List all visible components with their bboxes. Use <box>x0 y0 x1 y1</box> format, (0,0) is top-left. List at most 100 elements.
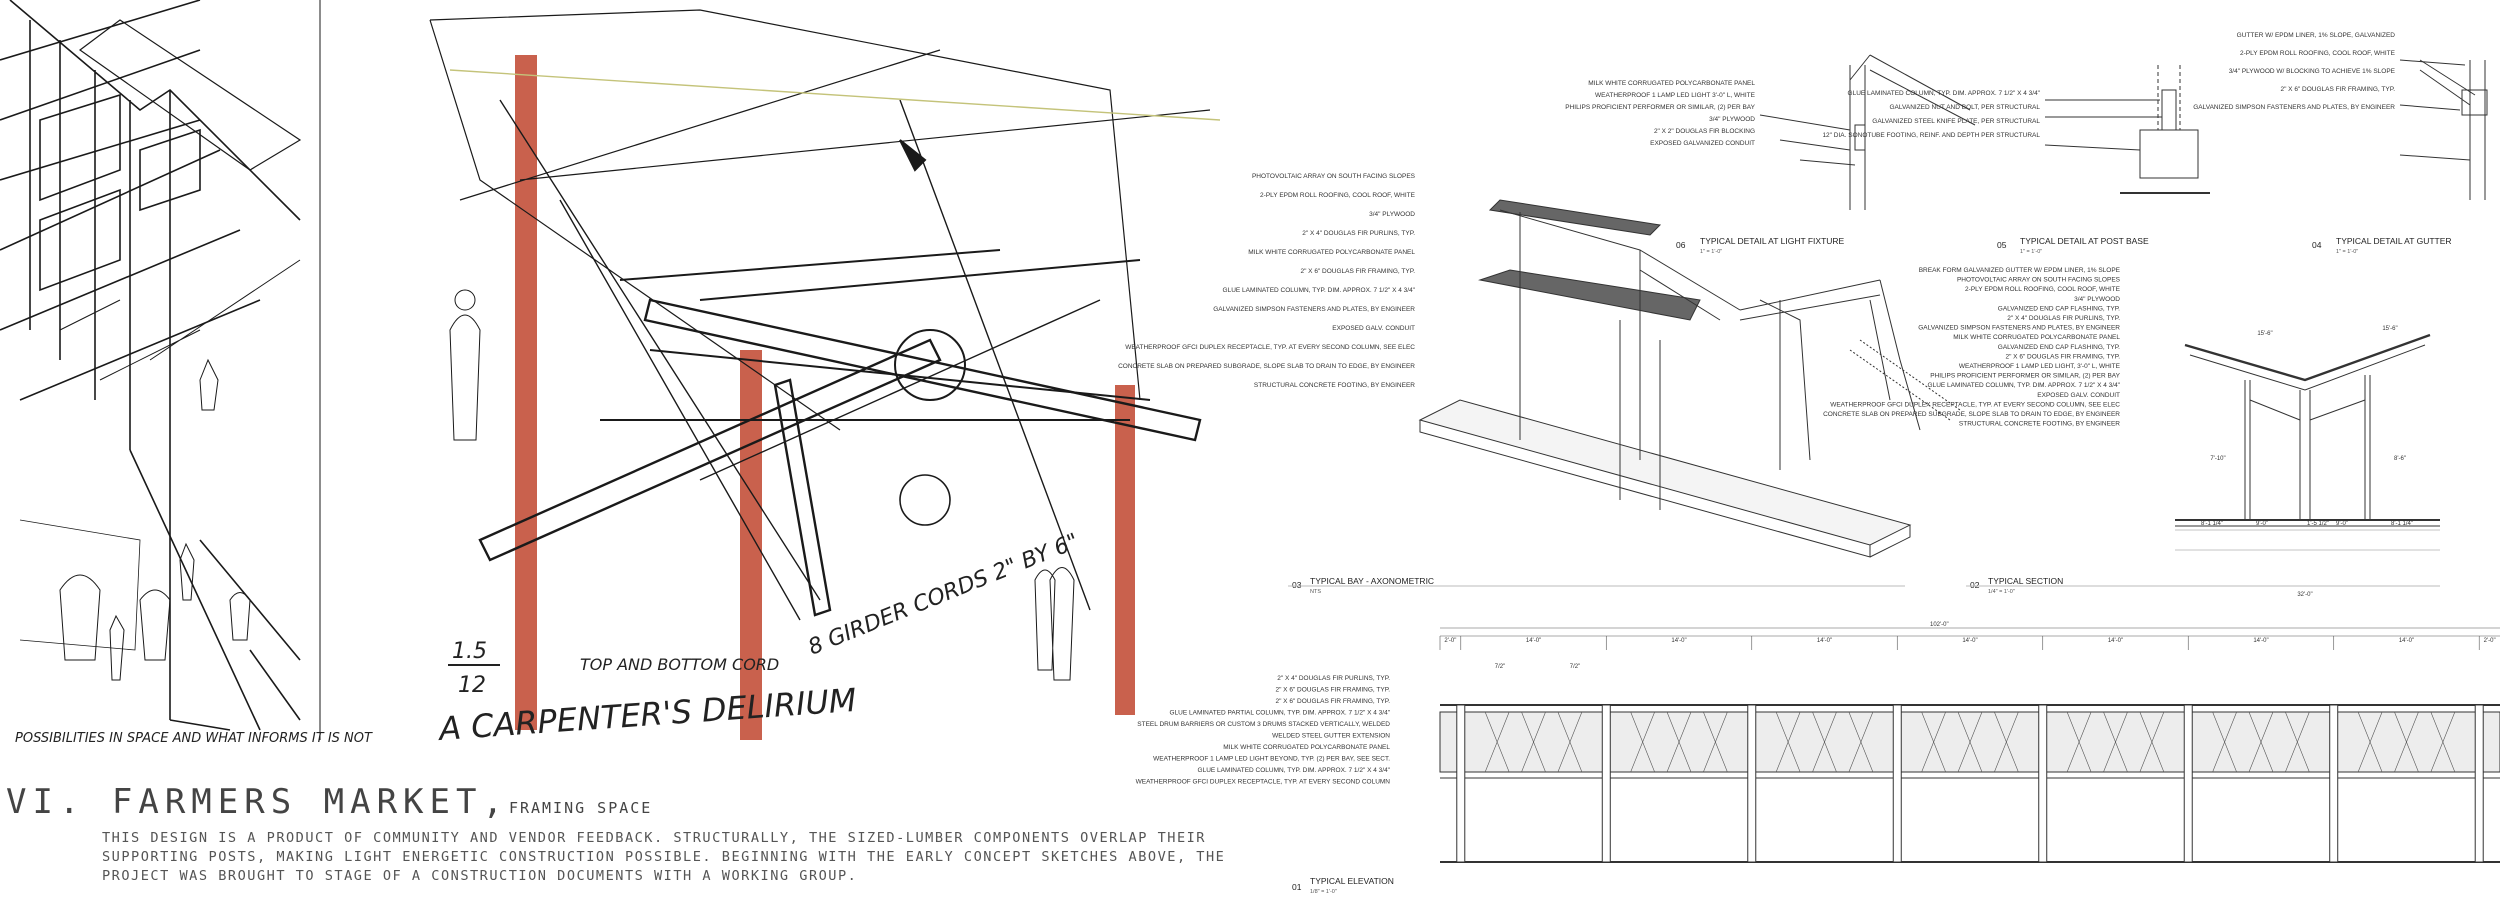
scale-denominator: 12 <box>458 673 486 698</box>
annotation-note: WEATHERPROOF 1 LAMP LED LIGHT BEYOND, TY… <box>1153 756 1390 763</box>
annotation-note: WEATHERPROOF 1 LAMP LED LIGHT 3'-0" L, W… <box>1595 92 1756 99</box>
detail-03-notes: PHOTOVOLTAIC ARRAY ON SOUTH FACING SLOPE… <box>1118 173 1416 389</box>
elevation-brace <box>1775 711 1801 773</box>
frame-sketch <box>429 9 1221 740</box>
detail-01-elevation <box>1439 704 2500 863</box>
detail-06-number: 06 <box>1676 240 1686 250</box>
title-main: VI. FARMERS MARKET, <box>6 782 509 822</box>
annotation-note: GALVANIZED END CAP FLASHING, TYP. <box>1998 305 2120 312</box>
detail-03-title: TYPICAL BAY - AXONOMETRIC <box>1310 576 1434 586</box>
detail-06-notes: MILK WHITE CORRUGATED POLYCARBONATE PANE… <box>1565 80 1755 147</box>
annotation-note: 2" X 6" DOUGLAS FIR FRAMING, TYP. <box>2280 86 2395 93</box>
detail-04-notes: GUTTER W/ EPDM LINER, 1% SLOPE, GALVANIZ… <box>2193 32 2395 111</box>
detail-05-notes: GLUE LAMINATED COLUMN, TYP. DIM. APPROX.… <box>1822 90 2040 139</box>
annotation-note: 3/4" PLYWOOD <box>1709 116 1755 123</box>
elevation-brace <box>1484 711 1510 773</box>
scale-numerator: 1.5 <box>452 639 487 664</box>
annotation-note: 2" X 2" DOUGLAS FIR BLOCKING <box>1654 128 1755 135</box>
annotation-note: BREAK FORM GALVANIZED GUTTER W/ EPDM LIN… <box>1919 267 2121 274</box>
elevation-dimensions: 2'-0"14'-0"14'-0"14'-0"14'-0"14'-0"14'-0… <box>1439 627 2500 670</box>
annotation-note: 2-PLY EPDM ROLL ROOFING, COOL ROOF, WHIT… <box>1965 286 2121 293</box>
elevation-bay-dimension: 14'-0" <box>1962 638 1977 644</box>
detail-06-light-fixture <box>1759 54 1976 210</box>
annotation-note: WEATHERPROOF GFCI DUPLEX RECEPTACLE, TYP… <box>1125 344 1415 351</box>
detail-05-number: 05 <box>1997 240 2007 250</box>
annotation-note: WEATHERPROOF 1 LAMP LED LIGHT, 3'-0" L, … <box>1959 363 2121 370</box>
perspective-sketch <box>0 0 321 740</box>
red-post-middle <box>740 350 762 740</box>
detail-03-axonometric <box>1418 199 1961 558</box>
annotation-note: WELDED STEEL GUTTER EXTENSION <box>1272 733 1390 740</box>
annotation-note: PHILIPS PROFICIENT PERFORMER OR SIMILAR,… <box>1565 104 1755 111</box>
elevation-brace <box>2212 711 2237 773</box>
elevation-column <box>1601 704 1611 863</box>
detail-05-post-base <box>2044 65 2210 194</box>
annotation-note: STEEL DRUM BARRIERS OR CUSTOM 3 DRUMS ST… <box>1137 721 1390 728</box>
annotation-note: PHOTOVOLTAIC ARRAY ON SOUTH FACING SLOPE… <box>1957 277 2121 284</box>
elevation-brace <box>2248 711 2274 773</box>
detail-05-scale: 1" = 1'-0" <box>2020 249 2042 255</box>
annotation-note: MILK WHITE CORRUGATED POLYCARBONATE PANE… <box>1588 80 1755 87</box>
elevation-brace <box>2357 711 2383 773</box>
detail-05-title: TYPICAL DETAIL AT POST BASE <box>2020 236 2149 246</box>
detail-02-title: TYPICAL SECTION <box>1988 576 2063 586</box>
detail-01-title: TYPICAL ELEVATION <box>1310 876 1394 886</box>
detail-01-number: 01 <box>1292 882 1302 892</box>
red-post-right <box>1115 385 1135 715</box>
detail-02-scale: 1/4" = 1'-0" <box>1988 589 2015 595</box>
elevation-columns <box>1456 704 2484 863</box>
elevation-overall-dimension: 102'-0" <box>1930 622 1949 628</box>
detail-01-notes: 2" X 4" DOUGLAS FIR PURLINS, TYP.2" X 6"… <box>1136 675 1391 786</box>
annotation-note: 12" DIA. SONOTUBE FOOTING, REINF. AND DE… <box>1822 132 2040 139</box>
annotation-note: STRUCTURAL CONCRETE FOOTING, BY ENGINEER <box>1959 421 2120 428</box>
annotation-note: EXPOSED GALV. CONDUIT <box>1332 325 1415 332</box>
section-dimension: 7'-10" <box>2210 456 2225 462</box>
elevation-sub-dimension: 7/2" <box>1495 664 1505 670</box>
annotation-note: 2-PLY EPDM ROLL ROOFING, COOL ROOF, WHIT… <box>1260 192 1416 199</box>
elevation-bay-dimension: 14'-0" <box>2108 638 2123 644</box>
annotation-note: EXPOSED GALVANIZED CONDUIT <box>1650 140 1755 147</box>
annotation-note: PHILIPS PROFICIENT PERFORMER OR SIMILAR,… <box>1930 373 2120 380</box>
detail-03-number: 03 <box>1292 580 1302 590</box>
elevation-column <box>1892 704 1902 863</box>
annotation-note: GLUE LAMINATED PARTIAL COLUMN, TYP. DIM.… <box>1169 710 1390 717</box>
section-dimension: 9'-0" <box>2256 521 2268 527</box>
annotation-note: 3/4" PLYWOOD <box>1369 211 1415 218</box>
section-dimension: 8'-1 1/4" <box>2201 521 2223 527</box>
elevation-brace <box>1666 711 1692 773</box>
detail-04-number: 04 <box>2312 240 2322 250</box>
left-sketch-caption: POSSIBILITIES IN SPACE AND WHAT INFORMS … <box>15 731 373 746</box>
elevation-brace <box>2066 711 2092 773</box>
annotation-note: 2" X 6" DOUGLAS FIR FRAMING, TYP. <box>1300 268 1415 275</box>
elevation-bay-dimension: 2'-0" <box>1444 638 1456 644</box>
annotation-note: EXPOSED GALV. CONDUIT <box>2037 392 2120 399</box>
detail-06-title: TYPICAL DETAIL AT LIGHT FIXTURE <box>1700 236 1845 246</box>
annotation-note: 2" X 6" DOUGLAS FIR FRAMING, TYP. <box>1275 698 1390 705</box>
elevation-brace <box>2103 711 2128 773</box>
annotation-note: WEATHERPROOF GFCI DUPLEX RECEPTACLE, TYP… <box>1830 401 2120 408</box>
annotation-note: GALVANIZED END CAP FLASHING, TYP. <box>1998 344 2120 351</box>
annotation-note: CONCRETE SLAB ON PREPARED SUBGRADE, SLOP… <box>1118 363 1415 370</box>
elevation-column <box>1456 704 1466 863</box>
detail-01-scale: 1/8" = 1'-0" <box>1310 889 1337 895</box>
elevation-bay-dimension: 2'-0" <box>2484 638 2496 644</box>
elevation-column <box>2329 704 2339 863</box>
elevation-brace <box>1921 711 1946 773</box>
annotation-note: MILK WHITE CORRUGATED POLYCARBONATE PANE… <box>1248 249 1415 256</box>
title-subtitle: FRAMING SPACE <box>508 799 653 817</box>
elevation-bay-dimension: 14'-0" <box>2253 638 2268 644</box>
page-title: VI. FARMERS MARKET,FRAMING SPACE <box>6 782 652 822</box>
annotation-note: 3/4" PLYWOOD <box>2074 296 2120 303</box>
annotation-note: GALVANIZED SIMPSON FASTENERS AND PLATES,… <box>1918 325 2120 332</box>
annotation-note: MILK WHITE CORRUGATED POLYCARBONATE PANE… <box>1953 334 2120 341</box>
annotation-note: PHOTOVOLTAIC ARRAY ON SOUTH FACING SLOPE… <box>1252 173 1416 180</box>
annotation-note: CONCRETE SLAB ON PREPARED SUBGRADE, SLOP… <box>1823 411 2120 418</box>
girder-note: 8 GIRDER CORDS 2" BY 6" <box>805 529 1082 661</box>
section-dimension: 32'-0" <box>2297 592 2312 598</box>
annotation-note: GLUE LAMINATED COLUMN, TYP. DIM. APPROX.… <box>1928 382 2121 389</box>
elevation-brace <box>2285 711 2310 773</box>
section-dimension: 9'-0" <box>2336 521 2348 527</box>
elevation-bay-dimension: 14'-0" <box>1526 638 1541 644</box>
annotation-note: GLUE LAMINATED COLUMN, TYP. DIM. APPROX.… <box>1848 90 2041 97</box>
